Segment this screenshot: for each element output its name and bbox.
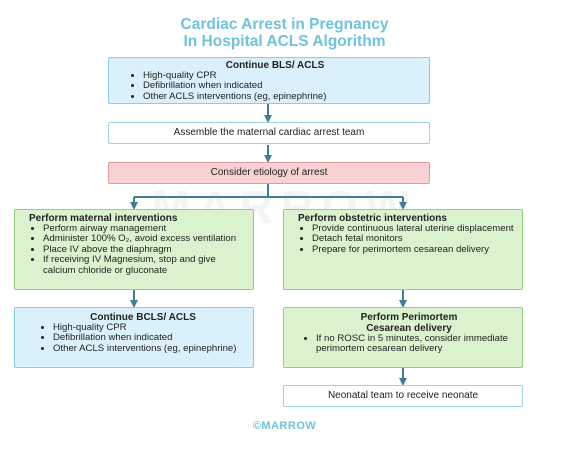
list-item: Detach fetal monitors bbox=[312, 233, 516, 244]
list-item: Defibrillation when indicated bbox=[143, 80, 421, 91]
list-item: High-quality CPR bbox=[53, 322, 247, 333]
perimortem-list: If no ROSC in 5 minutes, consider immedi… bbox=[302, 333, 516, 355]
continue-bcls-title: Continue BCLS/ ACLS bbox=[90, 312, 196, 323]
list-item: Place IV above the diaphragm bbox=[43, 244, 247, 255]
list-item: Provide continuous lateral uterine displ… bbox=[312, 223, 516, 234]
footer-logo: ©MARROW bbox=[252, 420, 317, 432]
assemble-team-box: Assemble the maternal cardiac arrest tea… bbox=[108, 122, 430, 144]
list-item: Other ACLS interventions (eg, epinephrin… bbox=[53, 343, 247, 354]
list-item: If no ROSC in 5 minutes, consider immedi… bbox=[316, 333, 516, 355]
list-item: Administer 100% O₂, avoid excess ventila… bbox=[43, 233, 247, 244]
diagram-title-line2: In Hospital ACLS Algorithm bbox=[183, 33, 386, 50]
perimortem-title-line1: Perform Perimortem bbox=[360, 312, 458, 323]
diagram-title-line1: Cardiac Arrest in Pregnancy bbox=[180, 16, 389, 33]
perimortem-title-line2: Cesarean delivery bbox=[366, 323, 452, 334]
list-item: High-quality CPR bbox=[143, 70, 421, 81]
list-item: Defibrillation when indicated bbox=[53, 332, 247, 343]
obstetric-interventions-list: Provide continuous lateral uterine displ… bbox=[298, 223, 516, 255]
obstetric-interventions-box: Perform obstetric interventions Provide … bbox=[283, 209, 523, 290]
list-item: If receiving IV Magnesium, stop and give… bbox=[43, 255, 247, 276]
neonatal-team-box: Neonatal team to receive neonate bbox=[283, 385, 523, 407]
continue-bls-list: High-quality CPR Defibrillation when ind… bbox=[129, 70, 421, 102]
continue-bls-box: Continue BLS/ ACLS High-quality CPR Defi… bbox=[108, 57, 430, 104]
continue-bcls-list: High-quality CPR Defibrillation when ind… bbox=[39, 322, 247, 354]
perimortem-box: Perform Perimortem Cesarean delivery If … bbox=[283, 307, 523, 368]
list-item: Prepare for perimortem cesarean delivery bbox=[312, 244, 516, 255]
maternal-interventions-list: Perform airway management Administer 100… bbox=[29, 223, 247, 276]
continue-bcls-box: Continue BCLS/ ACLS High-quality CPR Def… bbox=[14, 307, 254, 368]
list-item: Perform airway management bbox=[43, 223, 247, 234]
list-item: Other ACLS interventions (eg, epinephrin… bbox=[143, 91, 421, 102]
obstetric-interventions-title: Perform obstetric interventions bbox=[298, 213, 447, 224]
continue-bls-title: Continue BLS/ ACLS bbox=[225, 60, 325, 71]
maternal-interventions-title: Perform maternal interventions bbox=[29, 213, 178, 224]
maternal-interventions-box: Perform maternal interventions Perform a… bbox=[14, 209, 254, 290]
consider-etiology-box: Consider etiology of arrest bbox=[108, 162, 430, 184]
